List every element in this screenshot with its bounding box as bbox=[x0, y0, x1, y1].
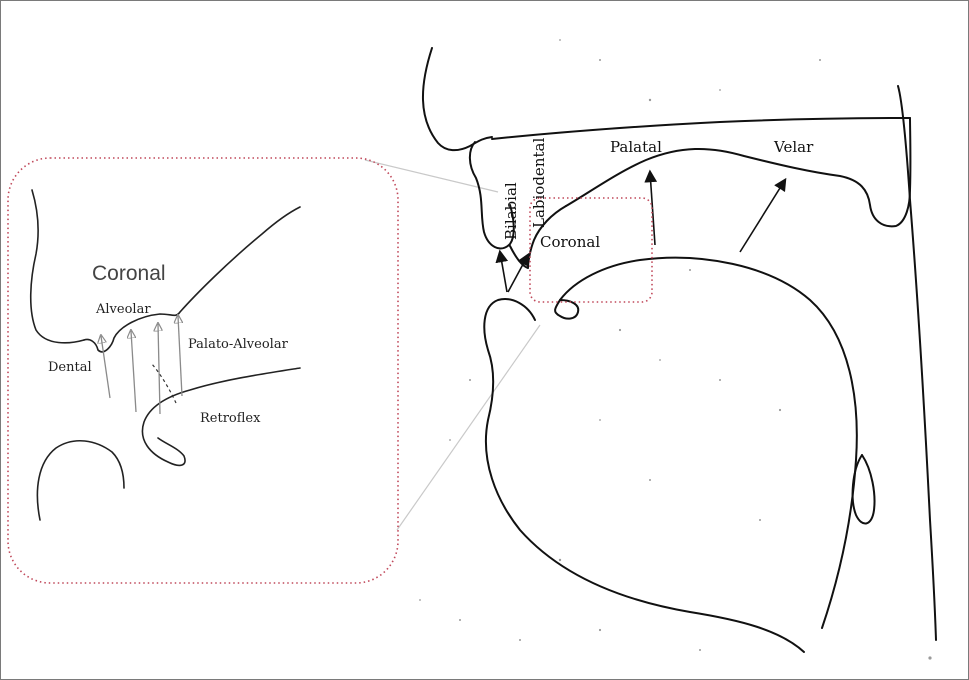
inset-vocal-tract bbox=[31, 190, 300, 520]
lower-lip bbox=[484, 299, 804, 652]
label-velar: Velar bbox=[773, 138, 814, 156]
scan-noise bbox=[419, 39, 932, 660]
label-coronal: Coronal bbox=[540, 233, 600, 251]
inset-lower-lip bbox=[37, 441, 124, 520]
tongue bbox=[560, 258, 857, 628]
zoom-connector-bottom bbox=[397, 325, 540, 530]
retroflex-arrow bbox=[158, 324, 160, 414]
dental-arrow bbox=[101, 336, 110, 398]
palato-alveolar-arrow bbox=[178, 316, 182, 396]
label-alveolar: Alveolar bbox=[95, 302, 151, 317]
palate-lower bbox=[566, 118, 910, 226]
palate-upper bbox=[492, 118, 910, 139]
label-bilabial: Bilabial bbox=[502, 182, 520, 240]
label-retroflex: Retroflex bbox=[200, 411, 261, 426]
label-dental: Dental bbox=[48, 360, 92, 375]
inset-upper-lip bbox=[31, 190, 84, 343]
label-palato-alveolar: Palato-Alveolar bbox=[188, 337, 289, 352]
nose-outline bbox=[423, 48, 492, 150]
pharynx-wall bbox=[898, 86, 936, 640]
main-vocal-tract bbox=[423, 48, 936, 652]
bilabial-arrow bbox=[500, 252, 507, 292]
inset-title: Coronal bbox=[92, 262, 166, 285]
label-labiodental: Labiodental bbox=[530, 138, 548, 228]
velar-arrow bbox=[740, 180, 785, 252]
label-palatal: Palatal bbox=[610, 138, 662, 156]
alveolar-arrow bbox=[131, 331, 136, 412]
retroflex-curl bbox=[152, 364, 176, 403]
